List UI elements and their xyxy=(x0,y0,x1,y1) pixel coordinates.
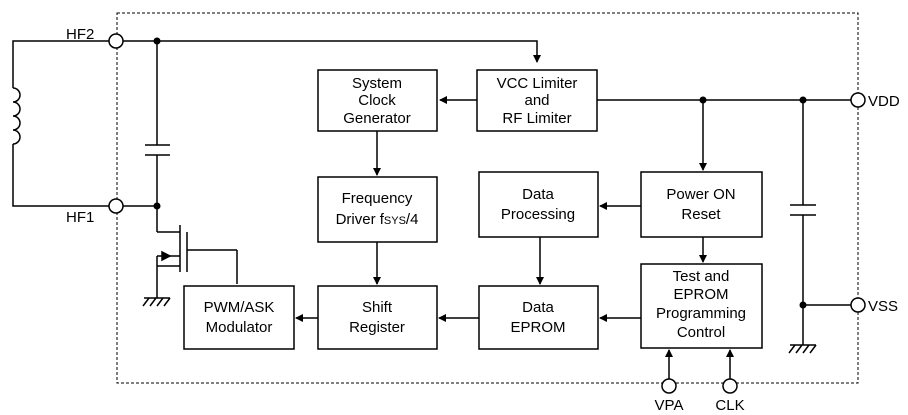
block-shift-register: Shift Register xyxy=(317,285,438,350)
block-power-on-reset: Power ON Reset xyxy=(640,171,763,238)
modulation-transistor xyxy=(156,206,238,298)
pin-hf2-label: HF2 xyxy=(66,26,94,43)
svg-text:Modulator: Modulator xyxy=(206,319,273,336)
ground-symbol xyxy=(142,297,171,307)
pin-hf1-label: HF1 xyxy=(66,209,94,226)
pin-vpa-terminal xyxy=(661,378,677,394)
pin-hf2-terminal xyxy=(108,33,124,49)
svg-text:Programming: Programming xyxy=(656,305,746,322)
svg-text:VCC Limiter: VCC Limiter xyxy=(497,75,578,92)
svg-text:Control: Control xyxy=(677,324,725,341)
block-vcc-limiter: VCC Limiter and RF Limiter xyxy=(476,69,598,132)
pin-vpa-label: VPA xyxy=(655,397,684,414)
svg-text:Power ON: Power ON xyxy=(666,186,735,203)
signal-arrows xyxy=(295,96,734,379)
pin-clk-label: CLK xyxy=(715,397,744,414)
svg-text:Shift: Shift xyxy=(362,299,393,316)
svg-text:Data: Data xyxy=(522,186,554,203)
block-frequency-driver: Frequency Driver fSYS/4 xyxy=(317,176,438,243)
block-data-processing: Data Processing xyxy=(478,171,599,238)
pin-hf1-terminal xyxy=(108,198,124,214)
svg-text:RF Limiter: RF Limiter xyxy=(502,110,571,127)
pin-vdd-label: VDD xyxy=(868,93,900,110)
svg-text:Generator: Generator xyxy=(343,110,411,127)
svg-text:Frequency: Frequency xyxy=(342,190,413,207)
supply-capacitor xyxy=(790,100,816,345)
svg-text:System: System xyxy=(352,75,402,92)
junction-dot xyxy=(153,37,161,45)
svg-text:Register: Register xyxy=(349,319,405,336)
block-system-clock-generator: System Clock Generator xyxy=(317,69,438,132)
svg-text:Test and: Test and xyxy=(673,268,730,285)
pin-vdd-terminal xyxy=(850,92,866,108)
junction-dot xyxy=(799,301,807,309)
pin-vss-label: VSS xyxy=(868,298,898,315)
svg-text:and: and xyxy=(524,92,549,109)
svg-text:Driver fSYS/4: Driver fSYS/4 xyxy=(336,211,419,228)
svg-text:Reset: Reset xyxy=(681,206,721,223)
svg-text:PWM/ASK: PWM/ASK xyxy=(204,299,275,316)
pin-vss-terminal xyxy=(850,297,866,313)
block-data-eprom: Data EPROM xyxy=(478,285,599,350)
hf2-wire xyxy=(122,40,541,63)
antenna-coil xyxy=(12,40,110,207)
block-test-eprom-programming-control: Test and EPROM Programming Control xyxy=(640,263,763,349)
svg-text:EPROM: EPROM xyxy=(510,319,565,336)
ground-symbol xyxy=(788,344,817,354)
block-pwm-ask-modulator: PWM/ASK Modulator xyxy=(183,285,295,350)
svg-text:Processing: Processing xyxy=(501,206,575,223)
pin-clk-terminal xyxy=(722,378,738,394)
svg-text:EPROM: EPROM xyxy=(673,286,728,303)
chip-boundary xyxy=(116,12,859,384)
svg-text:Data: Data xyxy=(522,299,554,316)
tuning-capacitor xyxy=(145,41,170,206)
svg-text:Clock: Clock xyxy=(358,92,396,109)
